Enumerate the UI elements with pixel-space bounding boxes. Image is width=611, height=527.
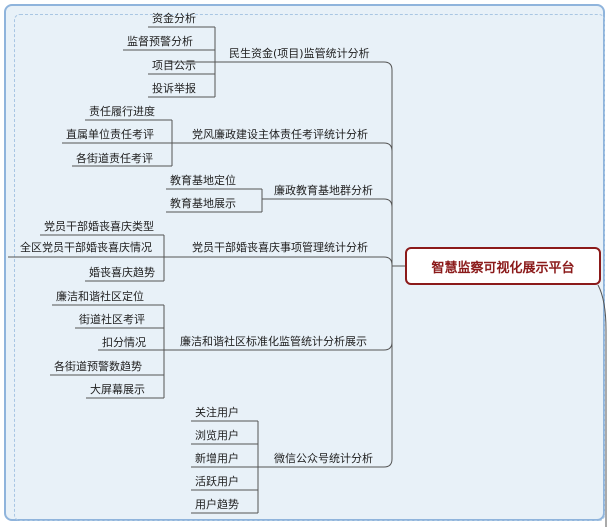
diagram-inner-border [14, 14, 605, 521]
branch-node-funds[interactable]: 民生资金(项目)监管统计分析 [229, 47, 370, 60]
leaf-node[interactable]: 婚丧喜庆趋势 [89, 266, 155, 279]
leaf-node[interactable]: 教育基地展示 [170, 197, 236, 210]
leaf-node[interactable]: 党员干部婚丧喜庆类型 [44, 220, 154, 233]
leaf-node[interactable]: 投诉举报 [152, 82, 196, 95]
leaf-node[interactable]: 街道社区考评 [79, 313, 145, 326]
connector-curve [383, 458, 393, 468]
branch-node-responsibility[interactable]: 党风廉政建设主体责任考评统计分析 [192, 128, 368, 141]
leaf-node[interactable]: 项目公示 [152, 59, 196, 72]
leaf-node[interactable]: 扣分情况 [102, 336, 146, 349]
leaf-node[interactable]: 用户趋势 [195, 498, 239, 511]
root-node[interactable]: 智慧监察可视化展示平台 [405, 247, 601, 285]
leaf-node[interactable]: 各街道预警数趋势 [54, 360, 142, 373]
connector-curve [597, 284, 607, 527]
leaf-node[interactable]: 关注用户 [195, 406, 239, 419]
leaf-node[interactable]: 直属单位责任考评 [66, 128, 154, 141]
connector-curve [383, 142, 393, 152]
leaf-node[interactable]: 廉洁和谐社区定位 [56, 290, 144, 303]
branch-node-community[interactable]: 廉洁和谐社区标准化监管统计分析展示 [180, 335, 367, 348]
connector-curve [383, 61, 393, 71]
leaf-node[interactable]: 各街道责任考评 [76, 152, 153, 165]
leaf-node[interactable]: 活跃用户 [195, 475, 239, 488]
connector-curve [383, 341, 393, 351]
branch-node-weddings-funerals[interactable]: 党员干部婚丧喜庆事项管理统计分析 [192, 241, 368, 254]
connector-curve [383, 198, 393, 208]
leaf-node[interactable]: 浏览用户 [195, 429, 239, 442]
leaf-node[interactable]: 新增用户 [195, 452, 239, 465]
connector-curve [383, 256, 393, 266]
leaf-node[interactable]: 监督预警分析 [127, 35, 193, 48]
leaf-node[interactable]: 大屏幕展示 [90, 383, 145, 396]
leaf-node[interactable]: 全区党员干部婚丧喜庆情况 [20, 241, 152, 254]
branch-node-education-base[interactable]: 廉政教育基地群分析 [274, 184, 373, 197]
branch-node-wechat[interactable]: 微信公众号统计分析 [274, 452, 373, 465]
leaf-node[interactable]: 教育基地定位 [170, 174, 236, 187]
leaf-node[interactable]: 资金分析 [152, 12, 196, 25]
leaf-node[interactable]: 责任履行进度 [89, 105, 155, 118]
